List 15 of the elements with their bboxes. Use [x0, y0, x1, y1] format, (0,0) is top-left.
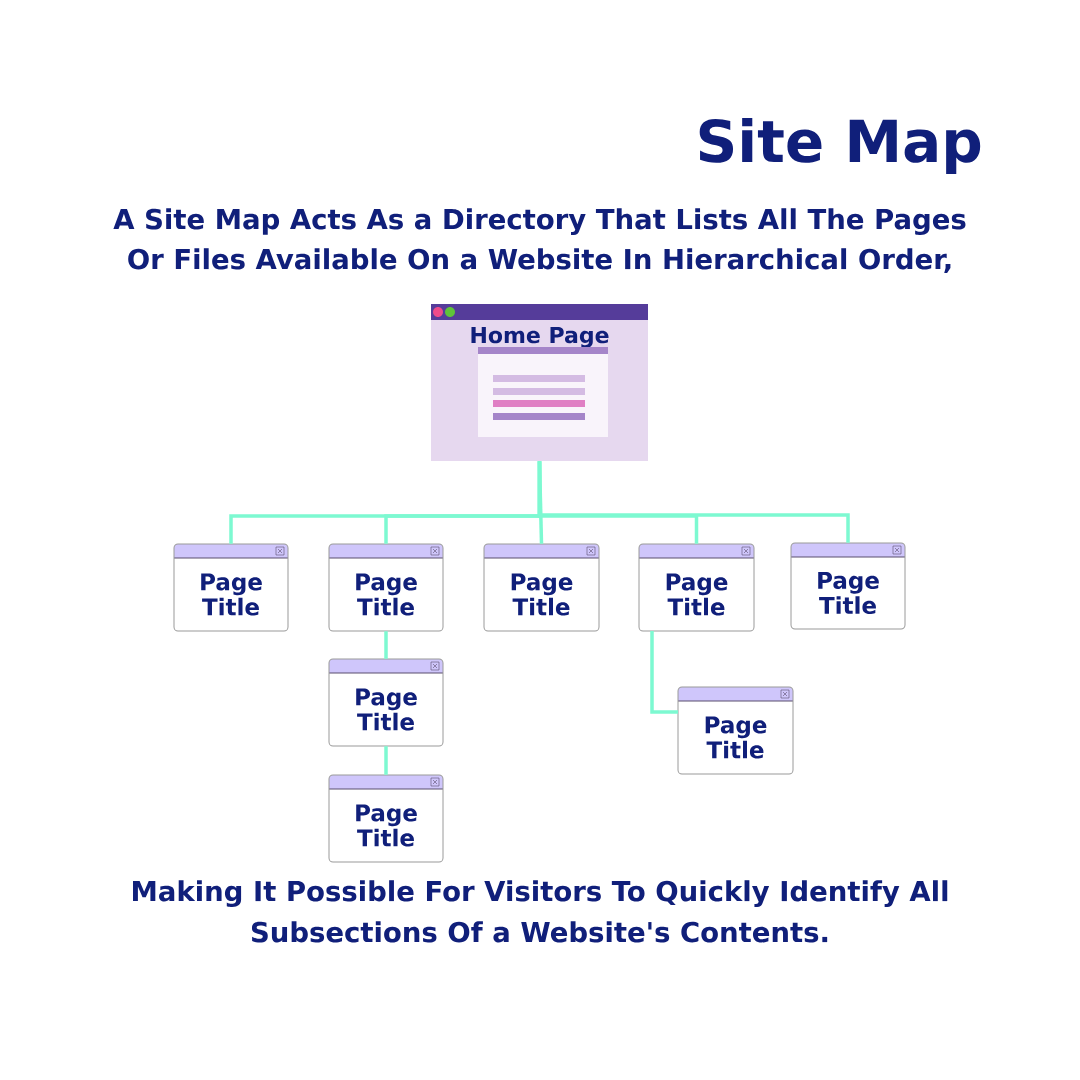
page-window: Page Title — [328, 774, 444, 863]
caption-text: Making It Possible For Visitors To Quickly Identify All Subsections Of a Website's Contents. — [133, 880, 948, 943]
description-text: A Site Map Acts As a Directory That Lists All The Pages Or Files Available On a Website In Hierarchical Order, — [113, 208, 966, 273]
page-window: Page Title — [677, 686, 794, 775]
page-window: Page Title — [483, 543, 600, 632]
page-window: Page Title — [790, 542, 906, 630]
page-window: Page Title — [328, 658, 444, 747]
page-window: Page Title — [173, 543, 289, 632]
connector-line — [537, 461, 850, 543]
connector-line — [384, 631, 388, 659]
connector-line — [384, 746, 388, 775]
connector-line — [650, 631, 678, 714]
heading: Site Map — [699, 117, 981, 175]
page-window: Page Title — [638, 543, 755, 632]
page-window: Page Title — [328, 543, 444, 632]
